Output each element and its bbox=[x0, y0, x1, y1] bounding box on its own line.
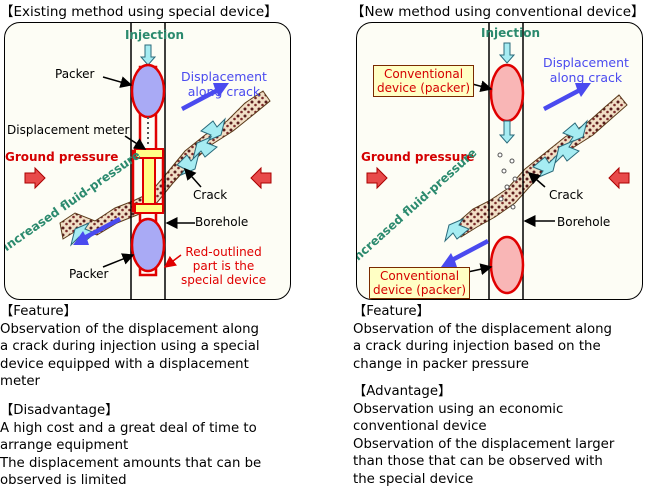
left-feature-line: meter bbox=[0, 374, 40, 389]
left-crack-label: Crack bbox=[193, 188, 228, 202]
right-advantage-section: 【Advantage】 Observation using an economi… bbox=[353, 383, 614, 488]
right-advantage-line: Observation of the displacement larger bbox=[353, 436, 615, 452]
right-displacement-label: Displacement along crack bbox=[543, 55, 629, 85]
left-ground-pressure-label: Ground pressure bbox=[5, 150, 119, 164]
right-advantage-line: conventional device bbox=[353, 419, 487, 434]
right-advantage-line: Observation using an economic bbox=[353, 401, 564, 417]
right-borehole-label: Borehole bbox=[557, 215, 611, 229]
right-injection-label: Injection bbox=[481, 26, 541, 40]
left-packer-bottom-label: Packer bbox=[69, 267, 109, 281]
left-feature-heading: 【Feature】 bbox=[0, 304, 77, 319]
left-feature-section: 【Feature】 Observation of the displacemen… bbox=[0, 303, 260, 391]
right-conventional-bottom-box: Conventional device (packer) bbox=[369, 267, 470, 299]
right-crack-label: Crack bbox=[549, 188, 584, 202]
ground-pressure-left-icon bbox=[24, 166, 46, 190]
conventional-packer-bottom bbox=[489, 235, 525, 295]
right-feature-line: Observation of the displacement along bbox=[353, 321, 612, 337]
right-feature-line: change in packer pressure bbox=[353, 356, 529, 372]
left-disadvantage-line: A high cost and a great deal of time to bbox=[0, 420, 257, 436]
left-disadvantage-line: The displacement amounts that can be bbox=[0, 455, 262, 471]
right-feature-section: 【Feature】 Observation of the displacemen… bbox=[353, 303, 612, 373]
displacement-arrow-down-icon bbox=[441, 239, 489, 267]
right-advantage-line: than those that can be observed with bbox=[353, 454, 603, 469]
left-displacement-label: Displacement along crack bbox=[181, 69, 267, 99]
displacement-arrow-up-icon bbox=[543, 83, 591, 111]
left-diagram: Injection Packer Displacement along crac… bbox=[4, 22, 291, 300]
left-special-device-note: Red-outlined part is the special device bbox=[181, 245, 267, 287]
left-diagram-graphic bbox=[24, 23, 272, 299]
conventional-packer-top bbox=[489, 63, 525, 123]
left-borehole-label: Borehole bbox=[195, 215, 249, 229]
left-disadvantage-line: observed is limited bbox=[0, 473, 127, 488]
left-feature-line: a crack during injection using a special bbox=[0, 339, 260, 354]
left-feature-line: device equipped with a displacement bbox=[0, 356, 249, 372]
packer-top bbox=[130, 63, 166, 119]
ground-pressure-right-icon bbox=[250, 166, 272, 190]
ground-pressure-right-icon bbox=[608, 166, 630, 190]
right-feature-heading: 【Feature】 bbox=[353, 304, 430, 319]
right-diagram-graphic bbox=[366, 23, 630, 299]
right-conventional-top-box: Conventional device (packer) bbox=[373, 65, 474, 97]
crack-arrows bbox=[444, 119, 588, 243]
left-disadvantage-section: 【Disadvantage】 A high cost and a great d… bbox=[0, 402, 261, 490]
ground-pressure-left-icon bbox=[366, 166, 388, 190]
displacement-arrow-down-icon bbox=[73, 217, 121, 245]
right-advantage-line: the special device bbox=[353, 471, 474, 487]
packer-bottom bbox=[130, 217, 166, 273]
injection-arrow-icon bbox=[139, 44, 157, 66]
right-advantage-heading: 【Advantage】 bbox=[353, 384, 452, 399]
displacement-meter bbox=[134, 148, 164, 214]
right-ground-pressure-label: Ground pressure bbox=[361, 150, 475, 164]
left-injection-label: Injection bbox=[125, 28, 185, 42]
left-disadvantage-heading: 【Disadvantage】 bbox=[0, 403, 119, 418]
left-feature-line: Observation of the displacement along bbox=[0, 321, 259, 337]
left-panel-title: 【Existing method using special device】 bbox=[0, 4, 278, 20]
left-packer-top-label: Packer bbox=[55, 67, 95, 81]
right-feature-line: a crack during injection based on the bbox=[353, 339, 601, 354]
right-diagram: Injection Conventional device (packer) D… bbox=[356, 22, 643, 300]
displacement-arrow-up-icon bbox=[181, 83, 229, 111]
injection-arrow-icon bbox=[498, 42, 516, 64]
right-panel-title: 【New method using conventional device】 bbox=[351, 4, 645, 20]
left-disadvantage-line: arrange equipment bbox=[0, 438, 129, 453]
left-displacement-meter-label: Displacement meter bbox=[7, 123, 130, 137]
